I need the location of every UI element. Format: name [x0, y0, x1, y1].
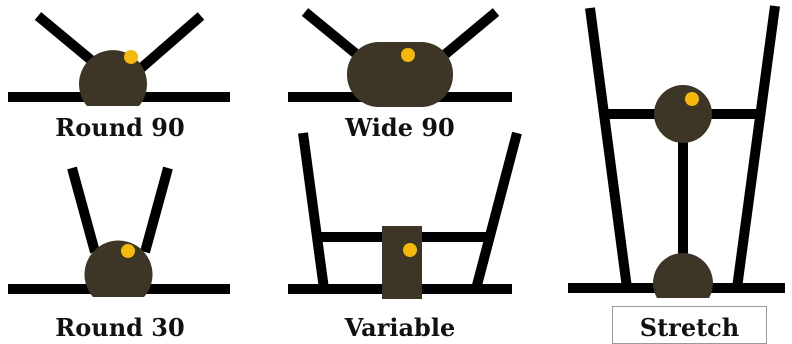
eye-dot	[121, 244, 135, 258]
right-arm	[471, 131, 522, 291]
label-wide-90: Wide 90	[345, 113, 455, 142]
panel-wide-90	[288, 8, 512, 107]
label-round-30: Round 30	[55, 313, 185, 342]
lower-body	[653, 253, 713, 298]
left-arm	[298, 132, 329, 290]
round-body	[79, 50, 147, 106]
panel-variable	[288, 131, 522, 299]
rectangular-body	[382, 226, 422, 299]
panel-round-90	[8, 12, 230, 106]
upper-body	[654, 85, 712, 143]
eye-dot	[401, 48, 415, 62]
label-round-90: Round 90	[55, 113, 185, 142]
eye-dot	[124, 50, 138, 64]
left-arm	[585, 7, 632, 289]
eye-dot	[685, 92, 699, 106]
label-stretch: Stretch	[612, 306, 767, 344]
left-arm	[67, 166, 100, 254]
round-body	[84, 240, 153, 297]
right-arm	[135, 12, 205, 74]
panel-stretch	[568, 5, 785, 298]
right-arm	[140, 166, 173, 254]
label-variable: Variable	[344, 313, 456, 342]
wide-body	[347, 42, 453, 107]
right-arm	[732, 5, 780, 289]
right-arm	[432, 8, 500, 66]
eye-dot	[403, 243, 417, 257]
panel-round-30	[8, 166, 230, 297]
